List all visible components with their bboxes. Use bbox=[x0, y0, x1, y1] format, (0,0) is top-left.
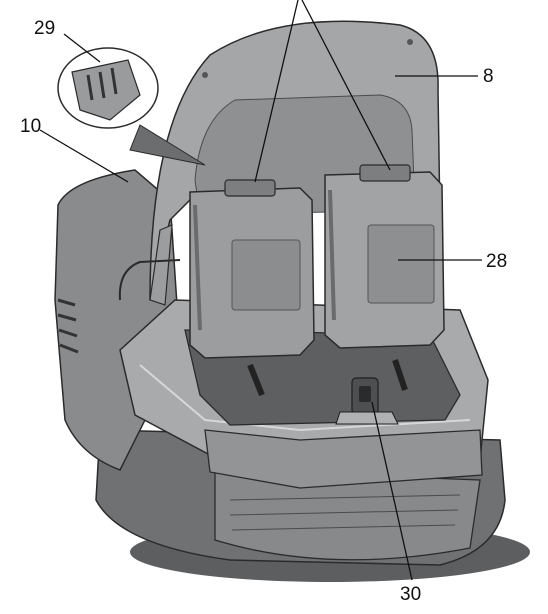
lid-handle bbox=[118, 259, 181, 301]
inset-pointer bbox=[129, 124, 206, 166]
battery-right-handle bbox=[359, 164, 411, 182]
leader-lines bbox=[39, 0, 482, 581]
callout-10: 10 bbox=[20, 116, 41, 137]
battery-left bbox=[189, 179, 315, 359]
latch-button bbox=[359, 386, 371, 402]
callout-28: 28 bbox=[486, 251, 507, 272]
callout-30: 30 bbox=[400, 584, 421, 605]
connector-inset bbox=[57, 47, 206, 166]
battery-right-label bbox=[367, 224, 435, 304]
leader-top-a bbox=[254, 0, 299, 183]
leader-top-b bbox=[301, 0, 391, 171]
battery-right bbox=[324, 164, 445, 349]
battery-left-grip bbox=[193, 204, 202, 331]
lid-screw-right bbox=[407, 39, 413, 45]
battery-right-grip bbox=[328, 189, 336, 321]
lid-hinge-arm bbox=[149, 224, 173, 306]
compartment-slots bbox=[247, 359, 408, 397]
battery-left-label bbox=[231, 239, 301, 311]
battery-latch bbox=[335, 377, 399, 425]
inset-pins bbox=[86, 67, 118, 101]
leader-10 bbox=[39, 129, 129, 183]
lid-screw-left bbox=[202, 72, 208, 78]
leader-30 bbox=[371, 401, 413, 581]
leader-29 bbox=[63, 33, 101, 63]
callout-8: 8 bbox=[483, 66, 494, 87]
chassis-front-face bbox=[204, 429, 483, 489]
callout-29: 29 bbox=[34, 18, 55, 39]
latch-base bbox=[335, 411, 399, 425]
chassis-left-vents bbox=[57, 298, 79, 354]
base-ribs bbox=[229, 494, 461, 531]
base-front-lip bbox=[214, 469, 481, 561]
callout-labels: 29 10 8 28 30 bbox=[20, 18, 507, 605]
battery-left-handle bbox=[224, 179, 276, 197]
